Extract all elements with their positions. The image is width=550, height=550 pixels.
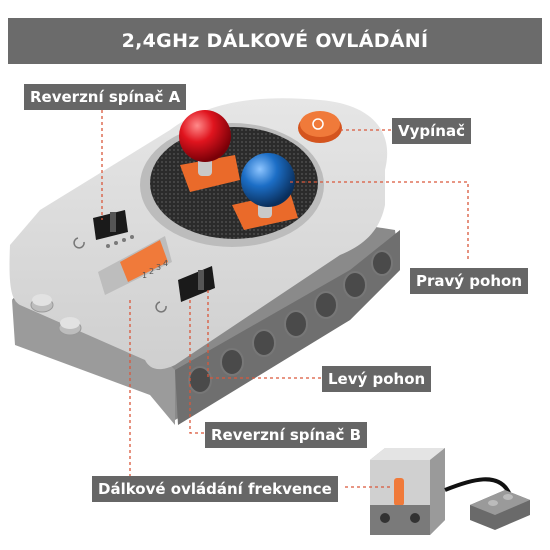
label-reverse-switch-a: Reverzní spínač A: [24, 84, 187, 110]
frequency-selector[interactable]: 1 2 3 4: [98, 235, 172, 295]
label-power-switch: Vypínač: [392, 118, 471, 144]
right-drive-lever[interactable]: [232, 153, 298, 230]
leader-lines: [101, 110, 469, 488]
technic-holes: [188, 250, 393, 394]
label-reverse-switch-b: Reverzní spínač B: [205, 422, 367, 448]
page-title: 2,4GHz DÁLKOVÉ OVLÁDÁNÍ: [8, 18, 542, 64]
left-drive-lever[interactable]: [179, 110, 240, 192]
freq-number-4: 4: [163, 259, 168, 268]
label-frequency-control: Dálkové ovládání frekvence: [92, 476, 338, 502]
reverse-switch-a[interactable]: [93, 210, 128, 240]
frequency-numbers: 1 2 3 4: [142, 259, 168, 280]
power-button[interactable]: [298, 111, 342, 143]
studs: [30, 294, 82, 336]
receiver-module: [370, 448, 530, 535]
reverse-symbol-icons: [73, 237, 167, 313]
label-left-drive: Levý pohon: [322, 366, 432, 392]
reverse-switch-b[interactable]: [178, 266, 215, 302]
joystick-disc: [140, 123, 324, 247]
freq-number-2: 2: [149, 267, 154, 276]
label-right-drive: Pravý pohon: [410, 268, 528, 294]
freq-number-3: 3: [156, 263, 161, 272]
freq-number-1: 1: [142, 271, 147, 280]
